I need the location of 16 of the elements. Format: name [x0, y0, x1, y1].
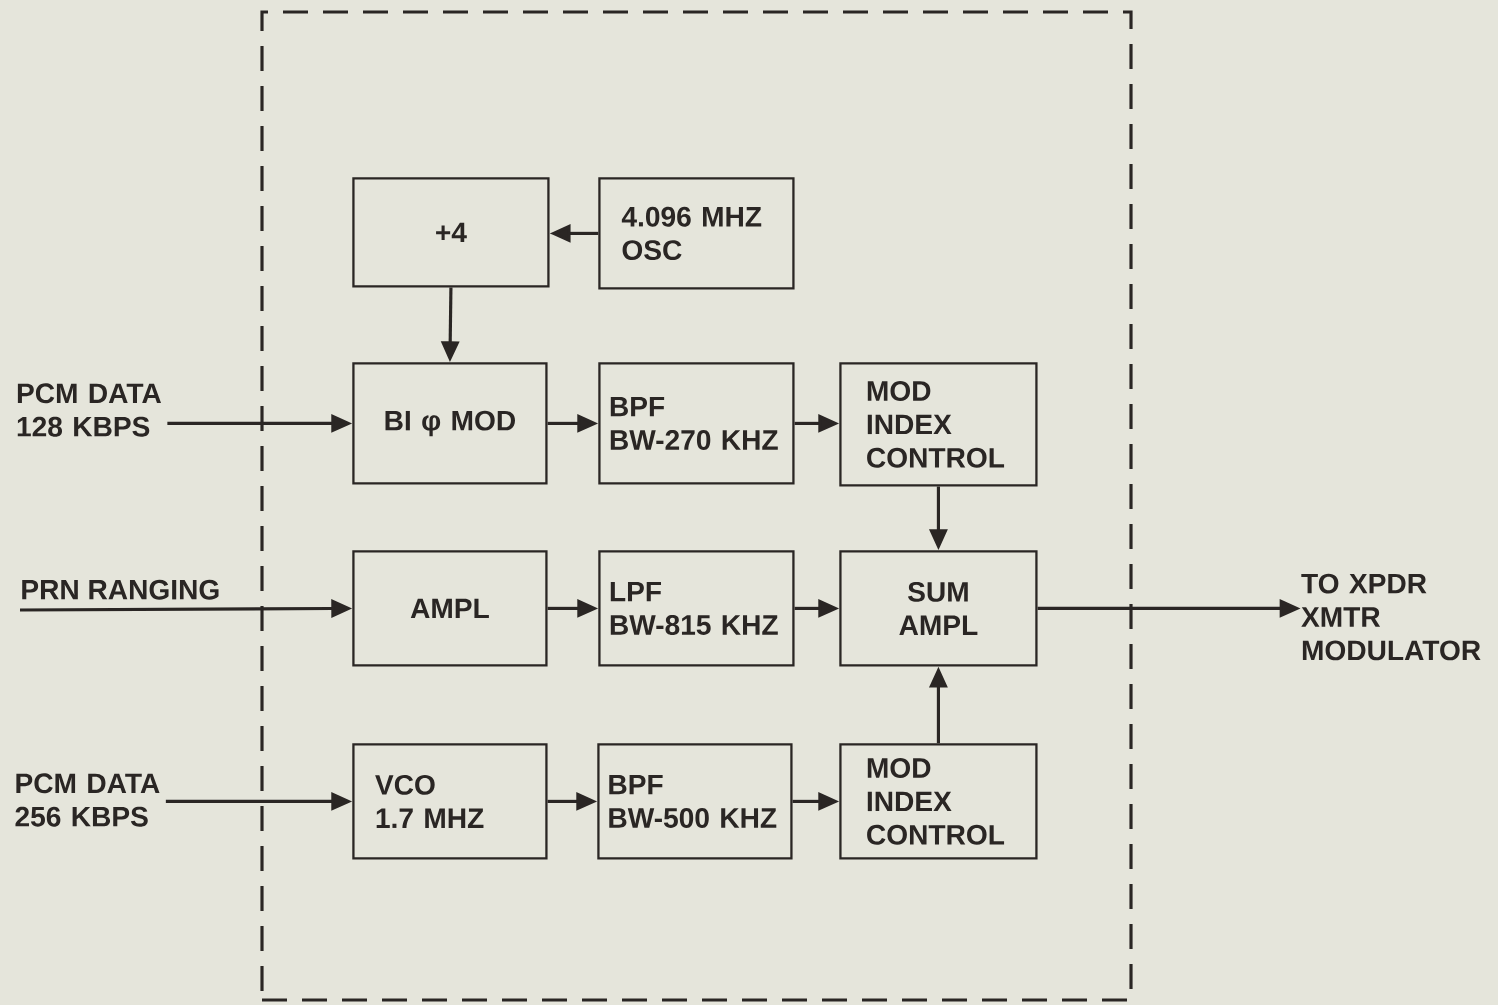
- dashed-enclosure: [260, 10, 1133, 1002]
- block-box: +4: [352, 177, 550, 288]
- input-label: PCM DATA 256 KBPS: [15, 773, 160, 827]
- filter-box: BPF BW-500 KHZ: [597, 743, 793, 860]
- block-box: 4.096 MHZ OSC: [598, 177, 795, 290]
- filter-box: BPF BW-270 KHZ: [598, 362, 795, 485]
- block-box: VCO 1.7 MHZ: [352, 743, 548, 860]
- filter-box: LPF BW-815 KHZ: [598, 550, 795, 667]
- block-box: MOD INDEX CONTROL: [839, 743, 1038, 860]
- input-label: PCM DATA 128 KBPS: [17, 383, 162, 437]
- output-label: TO XPDR XMTR MODULATOR: [1301, 573, 1481, 661]
- block-box: MOD INDEX CONTROL: [839, 362, 1038, 487]
- block-box: AMPL: [352, 550, 548, 667]
- block-box: SUM AMPL: [839, 550, 1038, 667]
- block-box: BI φ MOD: [352, 362, 548, 485]
- input-label: PRN RANGING: [22, 579, 219, 600]
